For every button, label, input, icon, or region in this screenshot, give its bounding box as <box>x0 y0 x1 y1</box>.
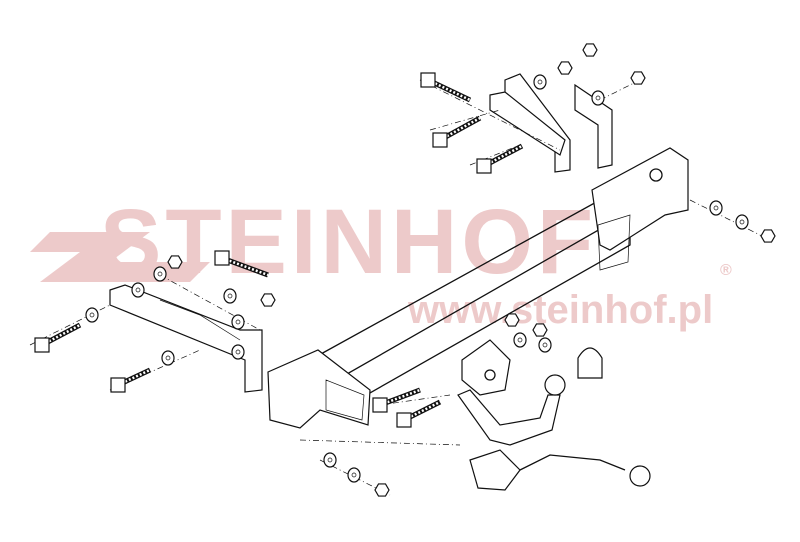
washer-hole-icon <box>713 205 719 211</box>
washer-icon <box>231 344 245 360</box>
washer-hole-icon <box>595 95 601 101</box>
washer-hole-icon <box>165 355 171 361</box>
tow-ball-neck <box>457 339 566 446</box>
bolt-thread <box>403 400 441 422</box>
bolt-head-icon <box>372 397 388 413</box>
washer-hole-icon <box>157 271 163 277</box>
bolt-head-icon <box>34 337 50 353</box>
bolt-thread <box>221 256 269 277</box>
hex-nut-icon <box>374 483 390 497</box>
washer-icon <box>538 337 552 353</box>
hex-nut-icon <box>582 43 598 57</box>
side-plate-left <box>267 349 371 429</box>
washer-hole-icon <box>739 219 745 225</box>
washer-hole-icon <box>542 342 548 348</box>
washer-icon <box>347 467 361 483</box>
washer-icon <box>709 200 723 216</box>
washer-hole-icon <box>351 472 357 478</box>
side-plate-right <box>591 147 689 271</box>
registered-mark: ® <box>720 262 732 279</box>
bolt-head-icon <box>396 412 412 428</box>
washer-icon <box>735 214 749 230</box>
bolt-head-icon <box>214 250 230 266</box>
left-bracket <box>109 284 263 393</box>
washer-hole-icon <box>227 293 233 299</box>
washer-hole-icon <box>537 79 543 85</box>
washer-icon <box>591 90 605 106</box>
washer-icon <box>513 332 527 348</box>
washer-icon <box>223 288 237 304</box>
bolt-head-icon <box>110 377 126 393</box>
washer-icon <box>131 282 145 298</box>
washer-hole-icon <box>235 349 241 355</box>
washer-icon <box>323 452 337 468</box>
washer-icon <box>231 314 245 330</box>
hex-nut-icon <box>760 229 776 243</box>
washer-hole-icon <box>135 287 141 293</box>
bolt-head-icon <box>420 72 436 88</box>
electrical-socket <box>519 454 651 487</box>
washer-hole-icon <box>235 319 241 325</box>
hex-nut-icon <box>630 71 646 85</box>
socket-plate <box>469 449 521 491</box>
hex-nut-icon <box>167 255 183 269</box>
hex-nut-icon <box>260 293 276 307</box>
bolt-thread <box>483 144 523 168</box>
bolt-thread <box>379 388 421 407</box>
right-bracket <box>489 73 613 173</box>
hex-nut-icon <box>504 313 520 327</box>
washer-icon <box>85 307 99 323</box>
bolt-head-icon <box>432 132 448 148</box>
washer-icon <box>153 266 167 282</box>
washer-icon <box>161 350 175 366</box>
washer-icon <box>533 74 547 90</box>
hex-nut-icon <box>557 61 573 75</box>
washer-hole-icon <box>517 337 523 343</box>
washer-hole-icon <box>327 457 333 463</box>
ball-cap <box>577 347 603 379</box>
hex-nut-icon <box>532 323 548 337</box>
washer-hole-icon <box>89 312 95 318</box>
fasteners <box>34 43 776 497</box>
bolt-thread <box>41 323 81 347</box>
bolt-head-icon <box>476 158 492 174</box>
logo-swoosh <box>30 232 210 282</box>
